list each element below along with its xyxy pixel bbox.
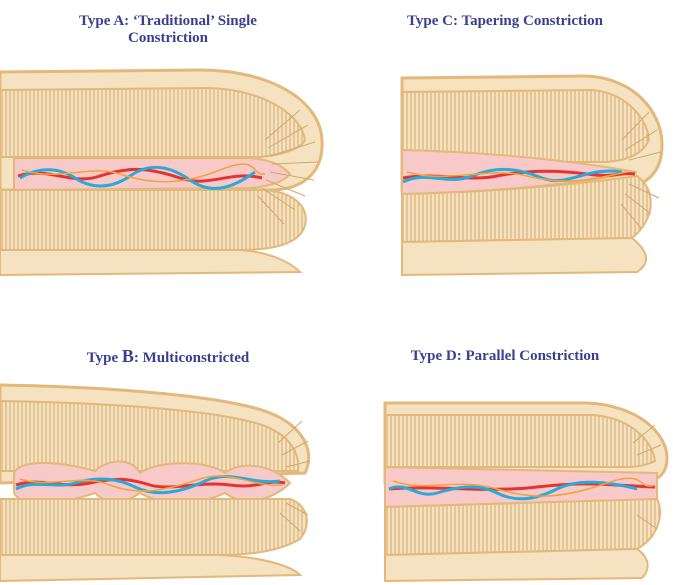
lower-wall-outer (385, 549, 648, 581)
panel-type-a: Type A: ‘Traditional’ Single Constrictio… (0, 0, 336, 292)
diagram-type-a (0, 0, 336, 292)
upper-hair-band (0, 88, 305, 157)
diagram-type-c (337, 0, 673, 292)
lower-wall-outer (0, 555, 300, 581)
diagram-type-d (337, 293, 673, 585)
diagram-type-b (0, 293, 336, 585)
panel-type-c: Type C: Tapering Constriction (337, 0, 673, 292)
lower-hair-band (0, 499, 307, 555)
lower-hair-band (385, 499, 660, 555)
lower-wall-outer (402, 238, 646, 275)
lower-hair-band (0, 190, 306, 250)
panel-type-b: Type B: Multiconstricted (0, 293, 336, 585)
lower-wall-outer (0, 250, 300, 275)
upper-hair-band (385, 415, 655, 467)
panel-type-d: Type D: Parallel Constriction (337, 293, 673, 585)
